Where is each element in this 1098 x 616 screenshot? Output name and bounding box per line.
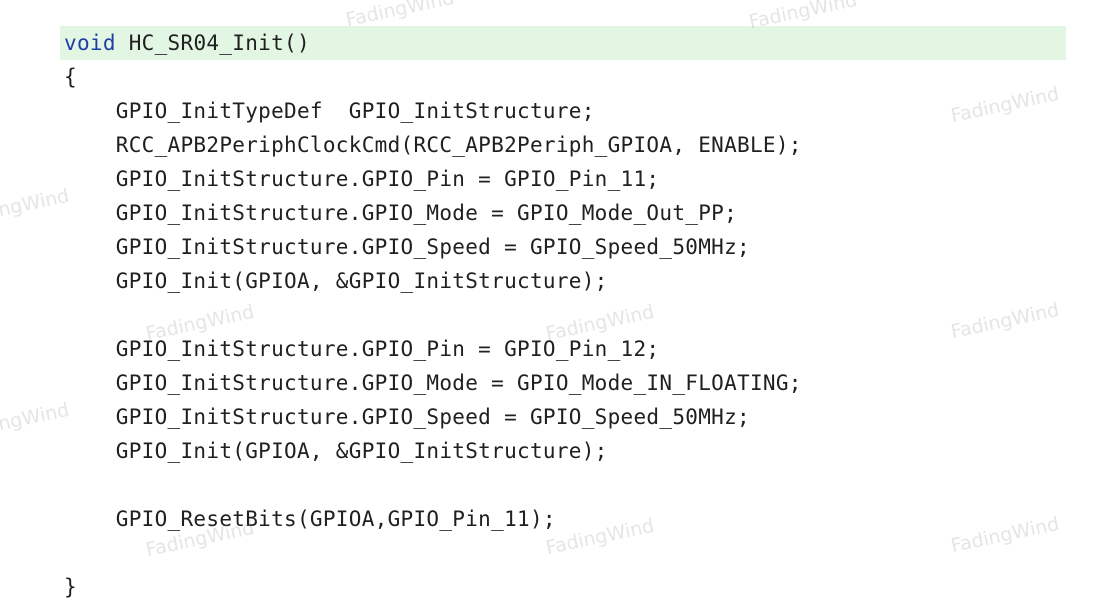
code-line[interactable]: GPIO_InitTypeDef GPIO_InitStructure; <box>64 99 595 123</box>
code-line[interactable]: GPIO_InitStructure.GPIO_Pin = GPIO_Pin_1… <box>64 337 660 361</box>
code-line[interactable]: { <box>64 65 77 89</box>
code-line[interactable]: GPIO_ResetBits(GPIOA,GPIO_Pin_11); <box>64 507 556 531</box>
watermark: FadingWind <box>0 184 72 230</box>
code-line[interactable]: GPIO_Init(GPIOA, &GPIO_InitStructure); <box>64 439 608 463</box>
keyword-void: void <box>64 31 116 55</box>
code-line[interactable]: GPIO_InitStructure.GPIO_Mode = GPIO_Mode… <box>64 371 802 395</box>
watermark: FadingWind <box>0 398 72 444</box>
code-line[interactable]: GPIO_Init(GPIOA, &GPIO_InitStructure); <box>64 269 608 293</box>
code-line[interactable]: RCC_APB2PeriphClockCmd(RCC_APB2Periph_GP… <box>64 133 802 157</box>
watermark: FadingWind <box>948 82 1062 128</box>
function-signature: HC_SR04_Init() <box>115 31 310 55</box>
watermark: FadingWind <box>948 298 1062 344</box>
code-line[interactable]: } <box>64 575 77 599</box>
code-line[interactable]: GPIO_InitStructure.GPIO_Speed = GPIO_Spe… <box>64 235 750 259</box>
code-line[interactable]: GPIO_InitStructure.GPIO_Speed = GPIO_Spe… <box>64 405 750 429</box>
code-line[interactable]: GPIO_InitStructure.GPIO_Pin = GPIO_Pin_1… <box>64 167 660 191</box>
code-line[interactable]: void HC_SR04_Init() <box>60 26 1066 60</box>
watermark: FadingWind <box>948 512 1062 558</box>
watermark: FadingWind <box>543 514 657 560</box>
code-line[interactable]: GPIO_InitStructure.GPIO_Mode = GPIO_Mode… <box>64 201 738 225</box>
